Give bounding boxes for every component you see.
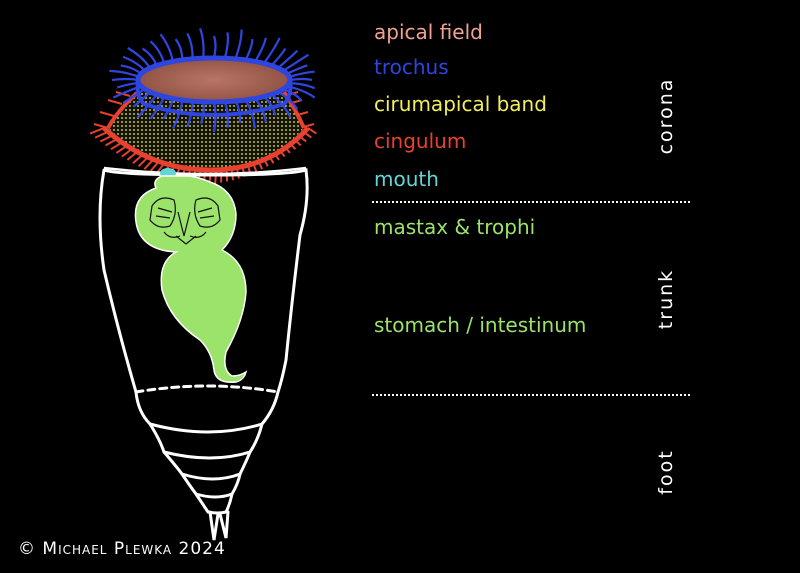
copyright-notice: © Michael Plewka 2024 (18, 539, 226, 559)
label-mouth: mouth (374, 167, 439, 191)
collar-line (103, 166, 307, 176)
foot-shape (134, 384, 280, 541)
divider-trunk-foot (372, 394, 690, 396)
label-stomach-intestinum: stomach / intestinum (374, 313, 587, 337)
trophi (149, 197, 221, 245)
divider-corona-trunk (372, 201, 690, 203)
cingulum-rim (102, 126, 310, 173)
region-corona: corona (655, 77, 677, 155)
region-foot: foot (655, 449, 677, 495)
trochus-band (135, 79, 293, 117)
region-trunk: trunk (655, 268, 677, 330)
label-mastax-trophi: mastax & trophi (374, 215, 536, 239)
apical-field-shape (135, 55, 293, 105)
label-apical-field: apical field (374, 20, 483, 44)
label-cingulum: cingulum (374, 129, 467, 153)
label-cirumapical-band: cirumapical band (374, 92, 547, 116)
label-trochus: trochus (374, 55, 449, 79)
